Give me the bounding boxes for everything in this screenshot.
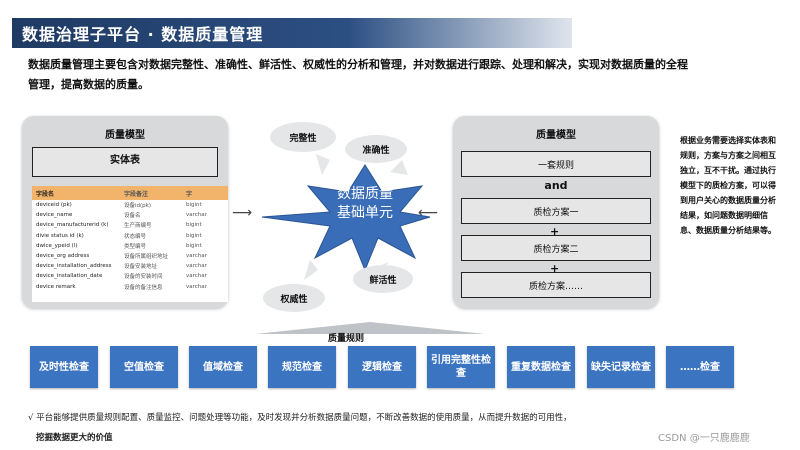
center-label: 数据质量 基础单元 (292, 185, 438, 223)
table-row: device_installation_address 设备安装地址 varchar (32, 261, 228, 271)
table-row: device_name 设备名 varchar (32, 210, 228, 220)
intro-line-1: 数据质量管理主要包含对数据完整性、准确性、鲜活性、权威性的分析和管理，并对数据进… (28, 58, 688, 71)
cell: 设备名 (124, 213, 141, 220)
intro-text: 数据质量管理主要包含对数据完整性、准确性、鲜活性、权威性的分析和管理，并对数据进… (28, 55, 778, 95)
right-note: 根据业务需要选择实体表和规则，方案与方案之间相互独立，互不干扰。通过执行模型下的… (680, 136, 776, 235)
rule-timeliness-check[interactable]: 及时性检查 (30, 346, 98, 388)
and-label: and (544, 179, 568, 192)
title-bar: 数据治理子平台 · 数据质量管理 (12, 18, 572, 48)
cell: 设备所属组织地址 (124, 254, 169, 261)
cell: varchar (186, 212, 207, 219)
cell: device_installation_date (36, 273, 103, 280)
cell: bigint (186, 232, 202, 239)
field-table-header: 字段名 字段备注 字 (32, 186, 228, 200)
cell: device_name (36, 212, 73, 219)
rule-more-check[interactable]: ……检查 (666, 346, 734, 388)
quality-model-panel-left: 质量模型 实体表 字段名 字段备注 字 deviceid (pk) 设备id(pk… (22, 116, 228, 308)
plus-sign: + (550, 262, 560, 275)
bubble-tail (390, 160, 408, 175)
quality-model-panel-right: 质量模型 一套规则 and 质检方案一 + 质检方案二 + 质检方案…… (453, 116, 659, 308)
cell: 生产商编号 (124, 223, 152, 230)
arrow-right-icon: ⟶ (232, 205, 253, 221)
cell: device_org address (36, 253, 90, 260)
cell: divie status id (k) (36, 232, 84, 239)
cell: varchar (186, 263, 207, 270)
watermark: CSDN @一只鹿鹿鹿 (658, 433, 750, 444)
cell: 设备id(pk) (124, 203, 151, 210)
cell: device_manufacturerid (k) (36, 222, 109, 229)
plus-sign: + (550, 225, 560, 238)
cell: device_installation_address (36, 263, 112, 270)
table-row: device_manufacturerid (k) 生产商编号 bigint (32, 220, 228, 230)
rule-set-box: 一套规则 (461, 151, 651, 177)
check-plan-1: 质检方案一 (461, 198, 651, 224)
bubble-freshness: 鲜活性 (353, 265, 413, 293)
cell: 设备的安装时间 (124, 274, 163, 281)
intro-line-2: 管理，提高数据的质量。 (28, 78, 149, 91)
cell: varchar (186, 253, 207, 260)
left-panel-title: 质量模型 (105, 130, 145, 141)
cell: bigint (186, 222, 202, 229)
bubble-tail (316, 154, 330, 175)
cell: varchar (186, 283, 207, 290)
footer-line-2: 挖掘数据更大的价值 (36, 433, 113, 443)
bubble-authority: 权威性 (263, 284, 325, 312)
bubble-accuracy: 准确性 (345, 135, 407, 163)
footer-line-1: √ 平台能够提供质量规则配置、质量监控、问题处理等功能，及时发现并分析数据质量问… (28, 413, 572, 423)
cell: bigint (186, 202, 202, 209)
table-row: device_installation_date 设备的安装时间 varchar (32, 271, 228, 281)
page-title: 数据治理子平台 · 数据质量管理 (22, 25, 264, 44)
cell: 状态编号 (124, 233, 147, 240)
table-row: deviceid (pk) 设备id(pk) bigint (32, 200, 228, 210)
field-table: 字段名 字段备注 字 deviceid (pk) 设备id(pk) bigint d… (32, 186, 228, 302)
rule-logic-check[interactable]: 逻辑检查 (348, 346, 416, 388)
cell: device remark (36, 283, 76, 290)
rule-missing-record-check[interactable]: 缺失记录检查 (587, 346, 655, 388)
rule-range-check[interactable]: 值域检查 (189, 346, 257, 388)
header-field-name: 字段名 (36, 190, 55, 198)
rule-duplicate-check[interactable]: 重复数据检查 (507, 346, 575, 388)
rules-label: 质量规则 (328, 334, 365, 344)
table-row: device remark 设备的备注信息 varchar (32, 282, 228, 292)
check-plan-2: 质检方案二 (461, 235, 651, 261)
cell: 设备的备注信息 (124, 284, 163, 291)
bubble-tail (304, 260, 318, 280)
header-field-remark: 字段备注 (124, 190, 149, 198)
entity-table-box: 实体表 (32, 147, 218, 177)
cell: dwice_ypeid (l) (36, 242, 78, 249)
rule-reference-integrity-check[interactable]: 引用完整性检查 (427, 346, 495, 388)
cell: 类型编号 (124, 243, 147, 250)
table-row: device_org address 设备所属组织地址 varchar (32, 251, 228, 261)
cell: deviceid (pk) (36, 202, 72, 209)
rule-null-check[interactable]: 空值检查 (110, 346, 178, 388)
center-label-line-2: 基础单元 (337, 205, 393, 221)
rules-arrow-icon (255, 322, 485, 334)
table-row: dwice_ypeid (l) 类型编号 bigint (32, 241, 228, 251)
cell: bigint (186, 242, 202, 249)
center-label-line-1: 数据质量 (337, 186, 393, 202)
rule-format-check[interactable]: 规范检查 (268, 346, 336, 388)
right-panel-title: 质量模型 (536, 130, 576, 141)
cell: 设备安装地址 (124, 264, 158, 271)
header-field-type: 字 (186, 190, 193, 198)
cell: varchar (186, 273, 207, 280)
table-row: divie status id (k) 状态编号 bigint (32, 231, 228, 241)
check-plan-3: 质检方案…… (461, 272, 651, 298)
bubble-completeness: 完整性 (270, 122, 336, 152)
